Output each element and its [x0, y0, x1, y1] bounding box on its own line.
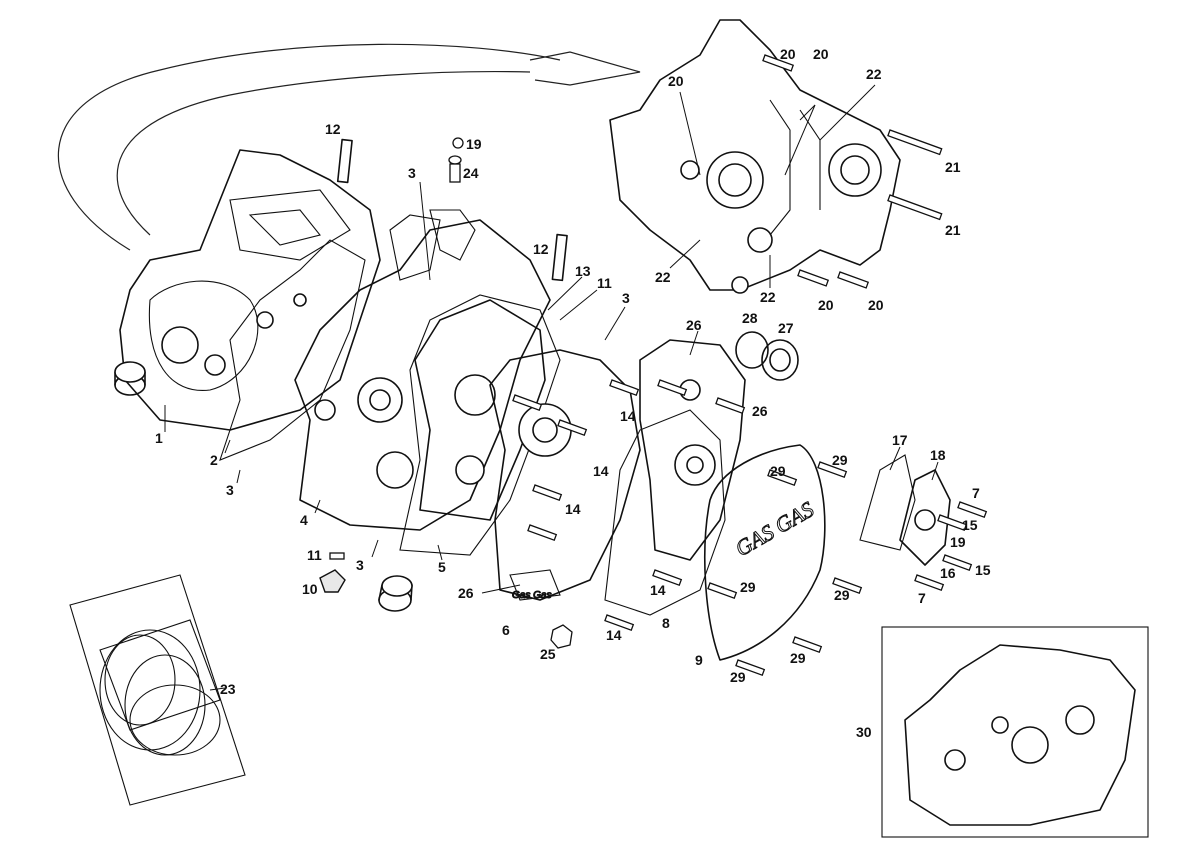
callout-14: 14 — [620, 408, 636, 424]
callout-2: 2 — [210, 452, 218, 468]
dowel-12-mid — [551, 233, 568, 282]
gasket-5 — [399, 294, 561, 556]
transfer-arrow — [57, 43, 641, 251]
inset-30 — [881, 626, 1149, 838]
callout-21: 21 — [945, 222, 961, 238]
bolts — [512, 379, 988, 677]
callout-22: 22 — [866, 66, 882, 82]
washer-19-top — [452, 137, 464, 149]
cover-lettering: GAS GAS — [731, 496, 818, 561]
callout-8: 8 — [662, 615, 670, 631]
crankcase-inner — [414, 299, 546, 521]
bushing-left — [114, 361, 146, 396]
callout-3: 3 — [408, 165, 416, 181]
callout-14: 14 — [593, 463, 609, 479]
nut-25 — [550, 624, 573, 649]
clutch-cover-6: Gas Gas — [489, 349, 641, 602]
callout-17: 17 — [892, 432, 908, 448]
water-pump-cover — [859, 454, 951, 566]
callout-26: 26 — [752, 403, 768, 419]
gasket-8 — [604, 409, 726, 616]
callout-29: 29 — [730, 669, 746, 685]
callout-25: 25 — [540, 646, 556, 662]
callout-1: 1 — [155, 430, 163, 446]
callouts: 1 2 3 3 3 3 4 5 6 7 7 8 9 10 11 11 12 12… — [155, 46, 991, 740]
gasket-set-23 — [69, 574, 246, 806]
callout-29: 29 — [770, 463, 786, 479]
callout-29: 29 — [832, 452, 848, 468]
plug-10 — [319, 569, 346, 593]
assembled-crankcase-top-right — [609, 19, 901, 294]
callout-15: 15 — [962, 517, 978, 533]
callout-21: 21 — [945, 159, 961, 175]
callout-12: 12 — [325, 121, 341, 137]
callout-7: 7 — [918, 590, 926, 606]
leader-lines — [164, 84, 939, 691]
callout-14: 14 — [606, 627, 622, 643]
center-crankcase-half — [294, 209, 551, 531]
callout-29: 29 — [834, 587, 850, 603]
plug-24 — [448, 155, 462, 183]
dowel-12-top — [336, 138, 353, 184]
callout-14: 14 — [565, 501, 581, 517]
callout-6: 6 — [502, 622, 510, 638]
callout-20: 20 — [813, 46, 829, 62]
top-right-bolts — [762, 54, 943, 289]
washer-11-lower — [329, 552, 345, 560]
callout-22: 22 — [655, 269, 671, 285]
callout-3: 3 — [226, 482, 234, 498]
seal-28 — [735, 331, 769, 369]
seal-27 — [761, 339, 799, 381]
callout-14: 14 — [650, 582, 666, 598]
callout-15: 15 — [975, 562, 991, 578]
callout-16: 16 — [940, 565, 956, 581]
callout-22: 22 — [760, 289, 776, 305]
callout-26: 26 — [686, 317, 702, 333]
callout-12: 12 — [533, 241, 549, 257]
callout-30: 30 — [856, 724, 872, 740]
callout-19: 19 — [466, 136, 482, 152]
callout-20: 20 — [668, 73, 684, 89]
bushing-lower — [378, 575, 413, 612]
callout-5: 5 — [438, 559, 446, 575]
callout-28: 28 — [742, 310, 758, 326]
callout-20: 20 — [780, 46, 796, 62]
callout-23: 23 — [220, 681, 236, 697]
callout-18: 18 — [930, 447, 946, 463]
callout-20: 20 — [868, 297, 884, 313]
callout-19: 19 — [950, 534, 966, 550]
callout-10: 10 — [302, 581, 318, 597]
callout-29: 29 — [740, 579, 756, 595]
callout-3: 3 — [622, 290, 630, 306]
callout-13: 13 — [575, 263, 591, 279]
callout-9: 9 — [695, 652, 703, 668]
callout-27: 27 — [778, 320, 794, 336]
callout-3: 3 — [356, 557, 364, 573]
gasket-2 — [219, 239, 366, 461]
callout-11: 11 — [307, 547, 322, 563]
callout-20: 20 — [818, 297, 834, 313]
callout-4: 4 — [300, 512, 308, 528]
callout-29: 29 — [790, 650, 806, 666]
callout-11: 11 — [597, 275, 612, 291]
callout-7: 7 — [972, 485, 980, 501]
callout-26: 26 — [458, 585, 474, 601]
ignition-side-case — [639, 339, 746, 561]
left-crankcase-half — [119, 149, 381, 431]
callout-24: 24 — [463, 165, 479, 181]
svg-text:Gas Gas: Gas Gas — [512, 590, 551, 601]
